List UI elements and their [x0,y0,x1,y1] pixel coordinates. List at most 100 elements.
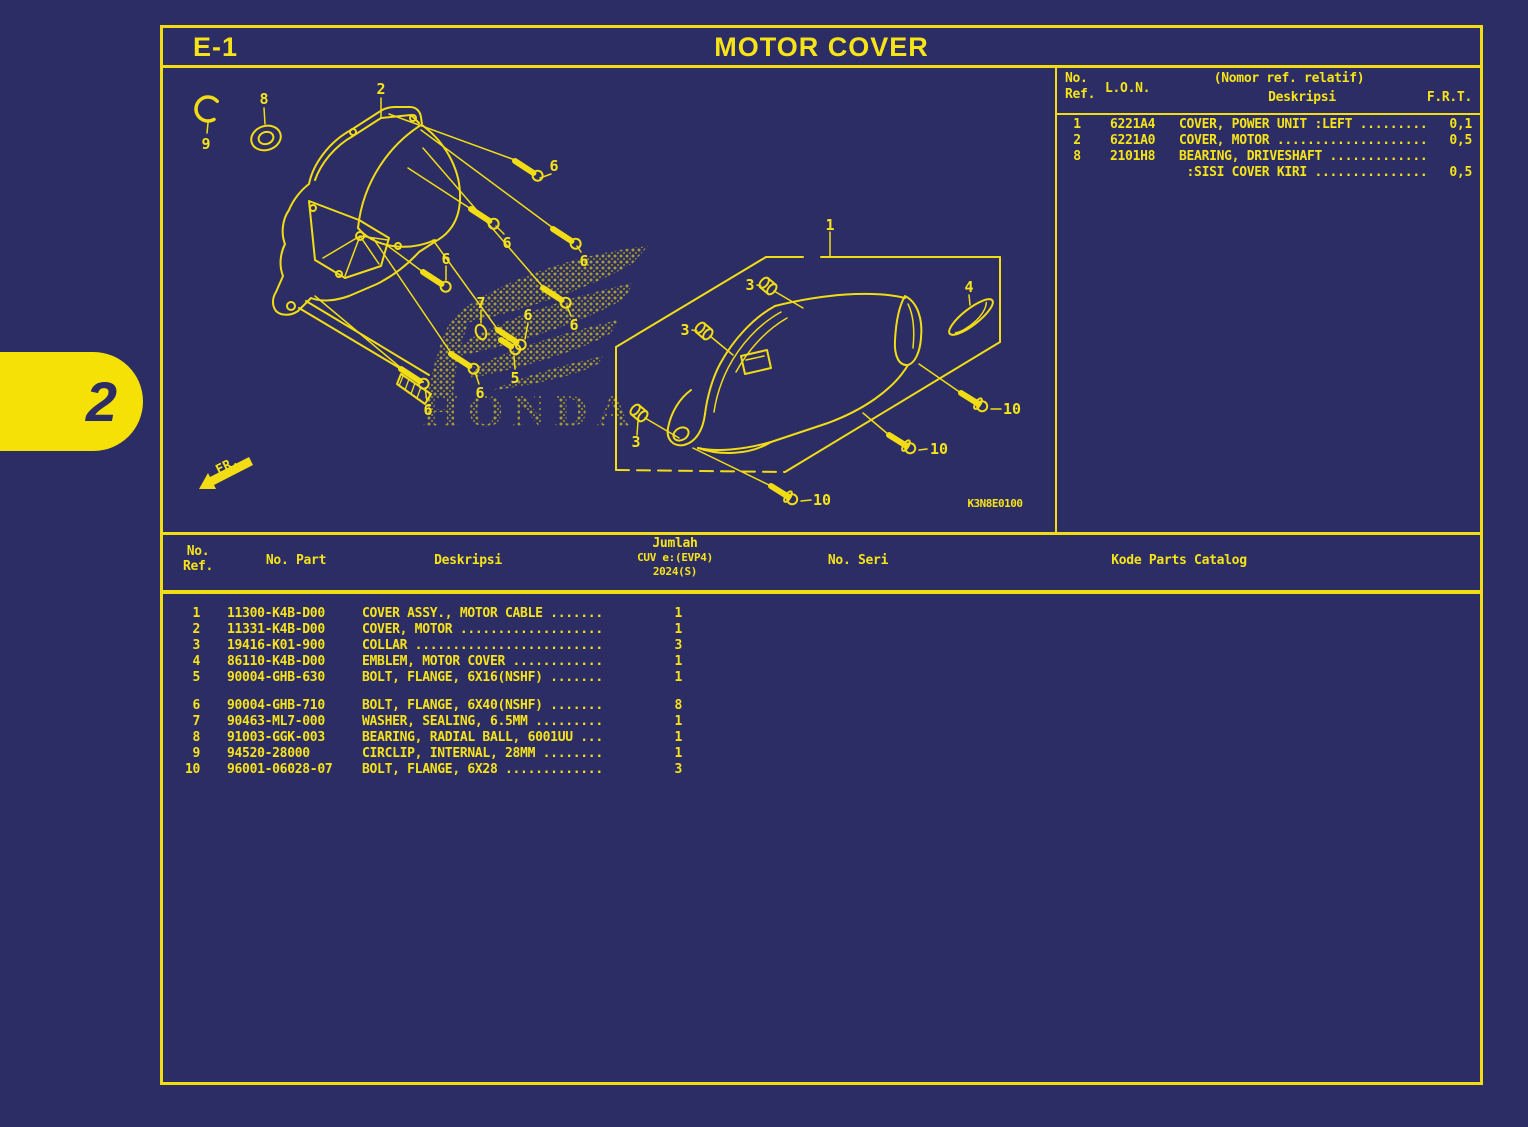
collar-leaders [636,284,804,439]
part-qty: 1 [674,730,682,745]
watermark-text: HONDA [423,385,639,436]
lon-code: 6221A0 [1110,133,1156,148]
part-qty: 3 [674,762,682,777]
callout-9[interactable]: 9 [201,135,210,153]
part-desc: BOLT, FLANGE, 6X28 ............. [362,762,603,777]
part-qty: 1 [674,670,682,685]
callout-3c[interactable]: 3 [631,433,640,451]
fr-direction-arrow [199,457,253,489]
table-row[interactable]: 3 19416-K01-900 COLLAR .................… [163,638,1480,654]
part-desc: COVER, MOTOR ................... [362,622,603,637]
callout-4[interactable]: 4 [964,278,973,296]
part-desc: EMBLEM, MOTOR COVER ............ [362,654,603,669]
part-number: 86110-K4B-D00 [227,654,325,669]
callout-10b[interactable]: 10 [930,440,948,458]
diagram-code: K3N8E0100 [967,497,1022,510]
content-frame: E-1 MOTOR COVER HONDA [160,25,1483,1085]
table-row[interactable]: 6 90004-GHB-710 BOLT, FLANGE, 6X40(NSHF)… [163,698,1480,714]
callout-7[interactable]: 7 [476,294,485,312]
ref-table-header-divider [1057,113,1480,115]
part-desc: BOLT, FLANGE, 6X40(NSHF) ....... [362,698,603,713]
callout-6b[interactable]: 6 [502,234,511,252]
part-ref: 8 [192,730,200,745]
table-row[interactable]: 1 11300-K4B-D00 COVER ASSY., MOTOR CABLE… [163,606,1480,622]
page-tab-2[interactable]: 2 [0,352,143,451]
part-number: 91003-GGK-003 [227,730,325,745]
part-number: 19416-K01-900 [227,638,325,653]
table-row[interactable]: 7 90463-ML7-000 WASHER, SEALING, 6.5MM .… [163,714,1480,730]
parts-header-noref: No. Ref. [182,544,214,574]
page-title: MOTOR COVER [714,32,929,62]
part-qty: 8 [674,698,682,713]
bolt-6-icons [398,158,582,390]
reference-table: No. Ref. L.O.N. (Nomor ref. relatif) Des… [1055,68,1480,532]
ref-table-header-lon: L.O.N. [1105,81,1151,96]
fr-label: FR. [214,454,242,478]
callout-10c[interactable]: 10 [813,491,831,509]
ref-desc: COVER, POWER UNIT :LEFT ......... [1179,117,1428,132]
main-area: HONDA [163,68,1480,532]
title-bar: E-1 MOTOR COVER [163,28,1480,68]
part-number: 94520-28000 [227,746,310,761]
motor-cover-drawing [272,106,462,405]
exploded-diagram: HONDA [194,80,1023,510]
frt-value: 0,5 [1449,133,1472,148]
part-qty: 1 [674,622,682,637]
callout-6g[interactable]: 6 [475,384,484,402]
ref-table-row[interactable]: 2 6221A0 COVER, MOTOR ..................… [1057,133,1480,149]
part-number: 90463-ML7-000 [227,714,325,729]
callout-6a[interactable]: 6 [549,157,558,175]
table-row[interactable]: 2 11331-K4B-D00 COVER, MOTOR ...........… [163,622,1480,638]
parts-header-kode: Kode Parts Catalog [1111,553,1247,568]
frt-value: 0,1 [1449,117,1472,132]
lon-code: 6221A4 [1110,117,1156,132]
callout-5[interactable]: 5 [510,369,519,387]
callout-6h[interactable]: 6 [423,401,432,419]
callout-6d[interactable]: 6 [441,250,450,268]
callout-6c[interactable]: 6 [579,252,588,270]
ref-no: 8 [1073,149,1081,164]
callout-6f[interactable]: 6 [523,306,532,324]
callout-2[interactable]: 2 [376,80,385,98]
table-row[interactable]: 8 91003-GGK-003 BEARING, RADIAL BALL, 60… [163,730,1480,746]
callout-3b[interactable]: 3 [680,321,689,339]
part-desc: CIRCLIP, INTERNAL, 28MM ........ [362,746,603,761]
bearing-part [250,124,282,152]
part-qty: 1 [674,746,682,761]
table-row[interactable]: 10 96001-06028-07 BOLT, FLANGE, 6X28 ...… [163,762,1480,778]
part-number: 90004-GHB-710 [227,698,325,713]
honda-watermark: HONDA [423,246,648,436]
parts-table-header: No. Ref. No. Part Deskripsi Jumlah CUV e… [163,532,1480,594]
ref-table-header-deskripsi: Deskripsi [1268,90,1336,105]
part-desc: COVER ASSY., MOTOR CABLE ....... [362,606,603,621]
callout-6e[interactable]: 6 [569,316,578,334]
ref-no: 1 [1073,117,1081,132]
bolt-5-icon [498,337,522,356]
parts-table-body: 1 11300-K4B-D00 COVER ASSY., MOTOR CABLE… [163,594,1480,1082]
table-row[interactable]: 4 86110-K4B-D00 EMBLEM, MOTOR COVER ....… [163,654,1480,670]
callout-8[interactable]: 8 [259,90,268,108]
part-ref: 7 [192,714,200,729]
collar-icons [629,276,778,423]
ref-table-row[interactable]: 1 6221A4 COVER, POWER UNIT :LEFT .......… [1057,117,1480,133]
part-ref: 3 [192,638,200,653]
table-row[interactable]: 5 90004-GHB-630 BOLT, FLANGE, 6X16(NSHF)… [163,670,1480,686]
ref-table-row[interactable]: :SISI COVER KIRI ............... 0,5 [1057,165,1480,181]
part-ref: 2 [192,622,200,637]
callout-3a[interactable]: 3 [745,276,754,294]
frt-value: 0,5 [1449,165,1472,180]
jumlah-line2: CUV e:(EVP4) [637,551,713,564]
jumlah-line1: Jumlah [652,536,698,551]
jumlah-line3: 2024(S) [652,565,698,578]
part-number: 90004-GHB-630 [227,670,325,685]
callout-1[interactable]: 1 [825,216,834,234]
callout-10a[interactable]: 10 [1003,400,1021,418]
table-row[interactable]: 9 94520-28000 CIRCLIP, INTERNAL, 28MM ..… [163,746,1480,762]
part-ref: 9 [192,746,200,761]
assembly-box [615,256,1001,473]
ref-table-row[interactable]: 8 2101H8 BEARING, DRIVESHAFT ...........… [1057,149,1480,165]
part-ref: 6 [192,698,200,713]
part-number: 96001-06028-07 [227,762,333,777]
ref-table-header-frt: F.R.T. [1426,90,1472,105]
